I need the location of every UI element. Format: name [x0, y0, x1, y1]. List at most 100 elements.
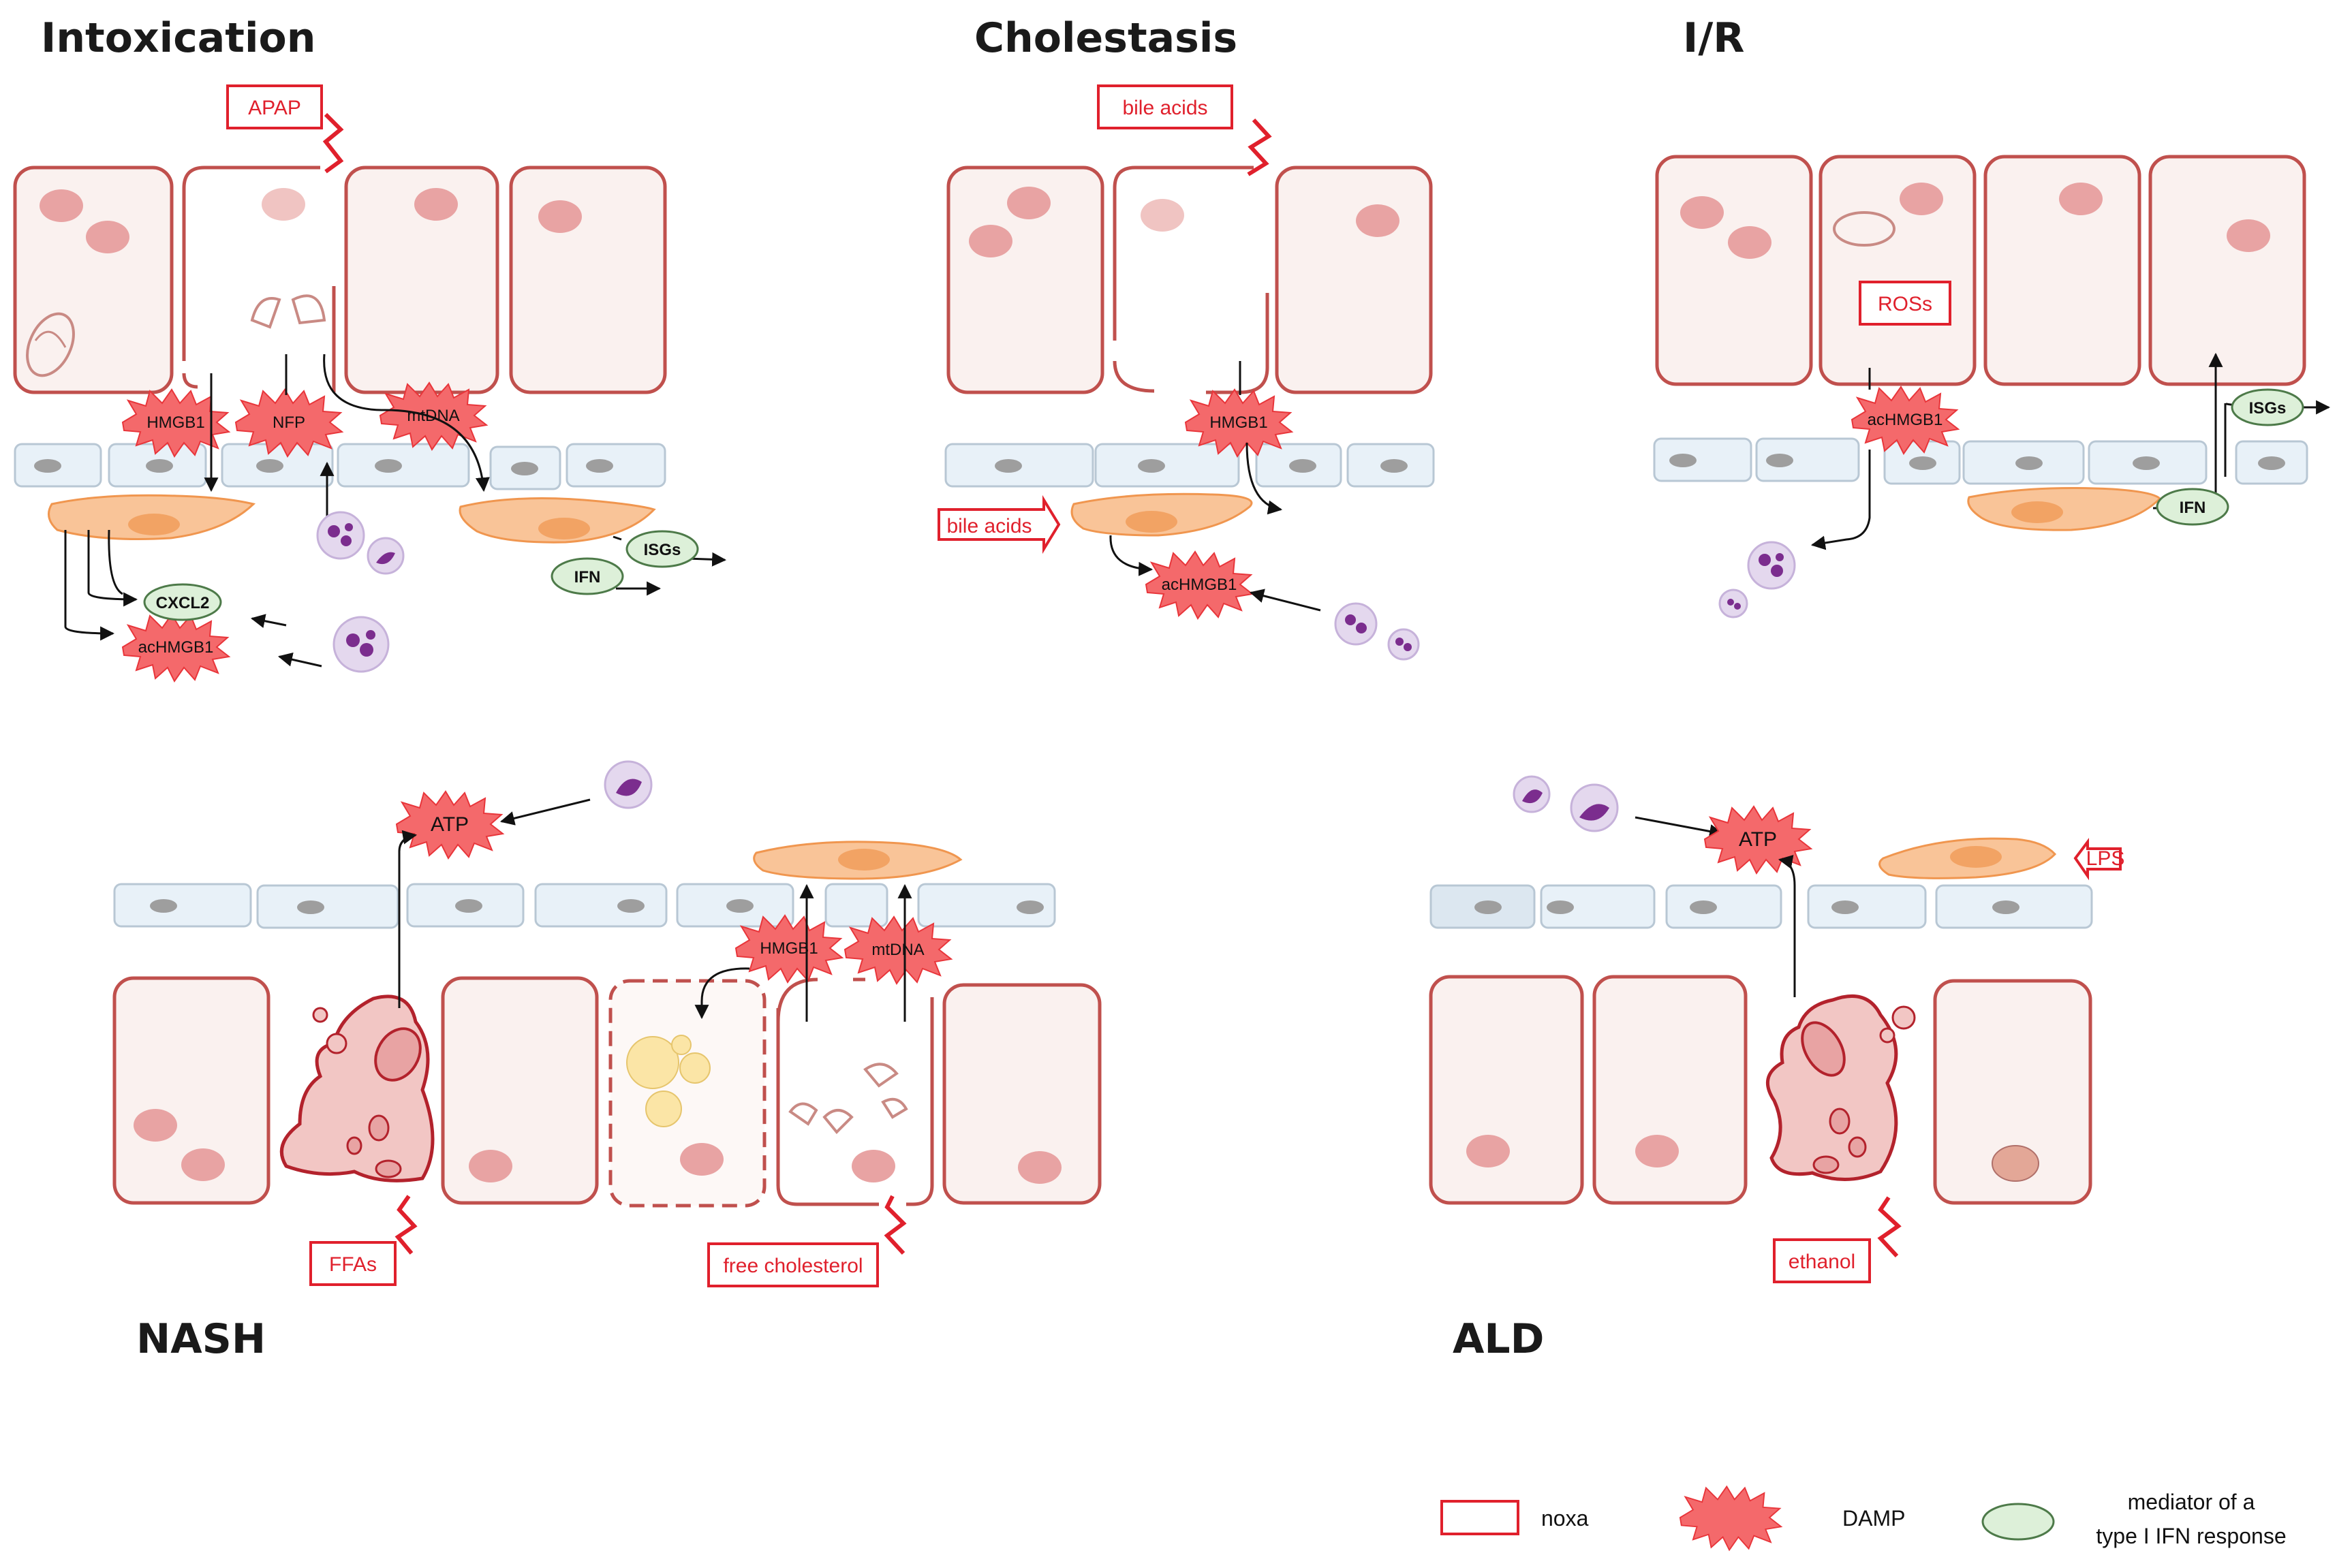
mitochondrion-fragment-icon [250, 297, 281, 329]
fragmented-nucleus [1801, 1021, 1846, 1077]
noxa-label: bile acids [1122, 97, 1207, 119]
kupffer-nucleus [838, 849, 890, 871]
lightning-icon [1877, 1196, 1902, 1258]
kupffer-nucleus [1950, 846, 2002, 868]
apoptotic-body [1879, 1027, 1895, 1044]
mitochondrion-icon [1833, 211, 1895, 247]
necrotic-hepatocyte-membrane [182, 166, 320, 361]
lipid-droplet [626, 1036, 679, 1089]
noxa-label: FFAs [329, 1253, 377, 1276]
mediator-ellipse [2231, 388, 2304, 426]
mitochondrion-fragment-icon [788, 1102, 818, 1126]
panel-cholestasis: Cholestasis bile acids bile acids [938, 14, 1435, 661]
release-arrow [398, 830, 418, 1008]
legend-mediator-label-line2: type I IFN response [2096, 1524, 2286, 1548]
mediator-label: IFN [2180, 499, 2206, 517]
nucleus [1466, 1135, 1510, 1167]
damp-label: acHMGB1 [1162, 576, 1237, 594]
lipid-droplet [671, 1035, 692, 1055]
mediator-label: ISGs [644, 541, 681, 559]
nucleus [852, 1150, 895, 1182]
signal-arrow [87, 530, 138, 607]
damp-label: NFP [273, 413, 305, 432]
hepatocyte [112, 976, 270, 1205]
neutrophil-icon [1334, 602, 1378, 646]
legend-mediator-swatch [1981, 1503, 2055, 1541]
signal-arrow [613, 535, 622, 541]
nucleus [1728, 226, 1771, 259]
hepatocyte [13, 166, 174, 394]
nucleus [262, 188, 305, 221]
mediator-ellipse [143, 583, 222, 621]
noxa-box [1097, 84, 1233, 129]
mitochondrion-fragment-icon [863, 1063, 899, 1088]
nucleus [969, 225, 1012, 257]
kupffer-nucleus [128, 514, 180, 535]
hepatocyte [1592, 975, 1748, 1205]
nucleus [134, 1109, 177, 1142]
nucleus [2227, 219, 2270, 252]
kupffer-cell [1967, 487, 2162, 531]
noxa-label: ethanol [1789, 1251, 1855, 1273]
nucleus [680, 1143, 724, 1176]
release-arrow [1778, 855, 1796, 997]
hepatocyte [1429, 975, 1584, 1205]
noxa-label: free cholesterol [723, 1255, 863, 1277]
fragmented-nucleus [374, 1027, 422, 1082]
hepatocyte [1275, 166, 1433, 394]
chemotaxis-arrow [499, 798, 591, 826]
damp-label: mtDNA [407, 407, 459, 425]
hepatocyte [1983, 155, 2141, 386]
noxa-label: ROSs [1878, 293, 1932, 315]
panel-title-ir: I/R [1683, 14, 1744, 62]
panel-title-ald: ALD [1453, 1315, 1544, 1363]
hepatocyte [2148, 155, 2306, 386]
noxa-box [707, 1242, 879, 1287]
release-arrow [1245, 442, 1283, 515]
nucleus [181, 1148, 225, 1181]
legend-damp-label: DAMP [1842, 1506, 1905, 1531]
nucleus [1141, 199, 1184, 232]
mediator-ellipse [625, 530, 699, 568]
mitochondrion-icon [26, 312, 75, 377]
signal-arrow [108, 529, 123, 595]
panel-ald: ALD ATP LPS [1429, 775, 2124, 1363]
noxa-label: bile acids [946, 515, 1032, 537]
kupffer-nucleus [538, 518, 590, 539]
endothelial-layer [1429, 884, 2093, 929]
neutrophil-icon [1387, 628, 1420, 661]
apoptotic-body [1891, 1005, 1916, 1030]
mediator-ellipse [551, 557, 624, 595]
damp-label: ATP [431, 813, 469, 836]
endothelial-layer [113, 883, 1056, 929]
lightning-icon [322, 112, 344, 174]
lightning-icon [884, 1195, 907, 1255]
apoptotic-hepatocyte [1766, 994, 1898, 1182]
neutrophil-icon [316, 511, 365, 560]
kupffer-nucleus [2011, 501, 2063, 523]
chemotaxis-arrow [277, 652, 322, 668]
noxa-box [309, 1241, 397, 1286]
hepatocyte [1933, 979, 2092, 1205]
apoptotic-body [312, 1007, 328, 1023]
necrotic-hepatocyte-membrane [776, 1008, 879, 1206]
nucleus [1007, 187, 1051, 219]
lipid-droplet [679, 1052, 711, 1084]
lightning-icon [1247, 118, 1272, 176]
necrotic-hepatocyte-membrane [1113, 166, 1254, 341]
damp-label: HMGB1 [1209, 413, 1267, 432]
nucleus [40, 189, 83, 222]
damp-label: ATP [1739, 828, 1777, 851]
nucleus [469, 1150, 512, 1182]
neutrophil-icon [332, 616, 390, 673]
damp-label: HMGB1 [760, 939, 818, 958]
endothelial-layer [944, 443, 1435, 488]
mitochondrion-cristae [34, 330, 67, 348]
legend-noxa-label: noxa [1541, 1506, 1589, 1531]
release-arrow [323, 354, 490, 492]
endothelial-layer [1653, 437, 2308, 485]
nucleus [538, 200, 582, 233]
nucleus [86, 221, 129, 253]
mediator-ellipse [2156, 488, 2229, 526]
